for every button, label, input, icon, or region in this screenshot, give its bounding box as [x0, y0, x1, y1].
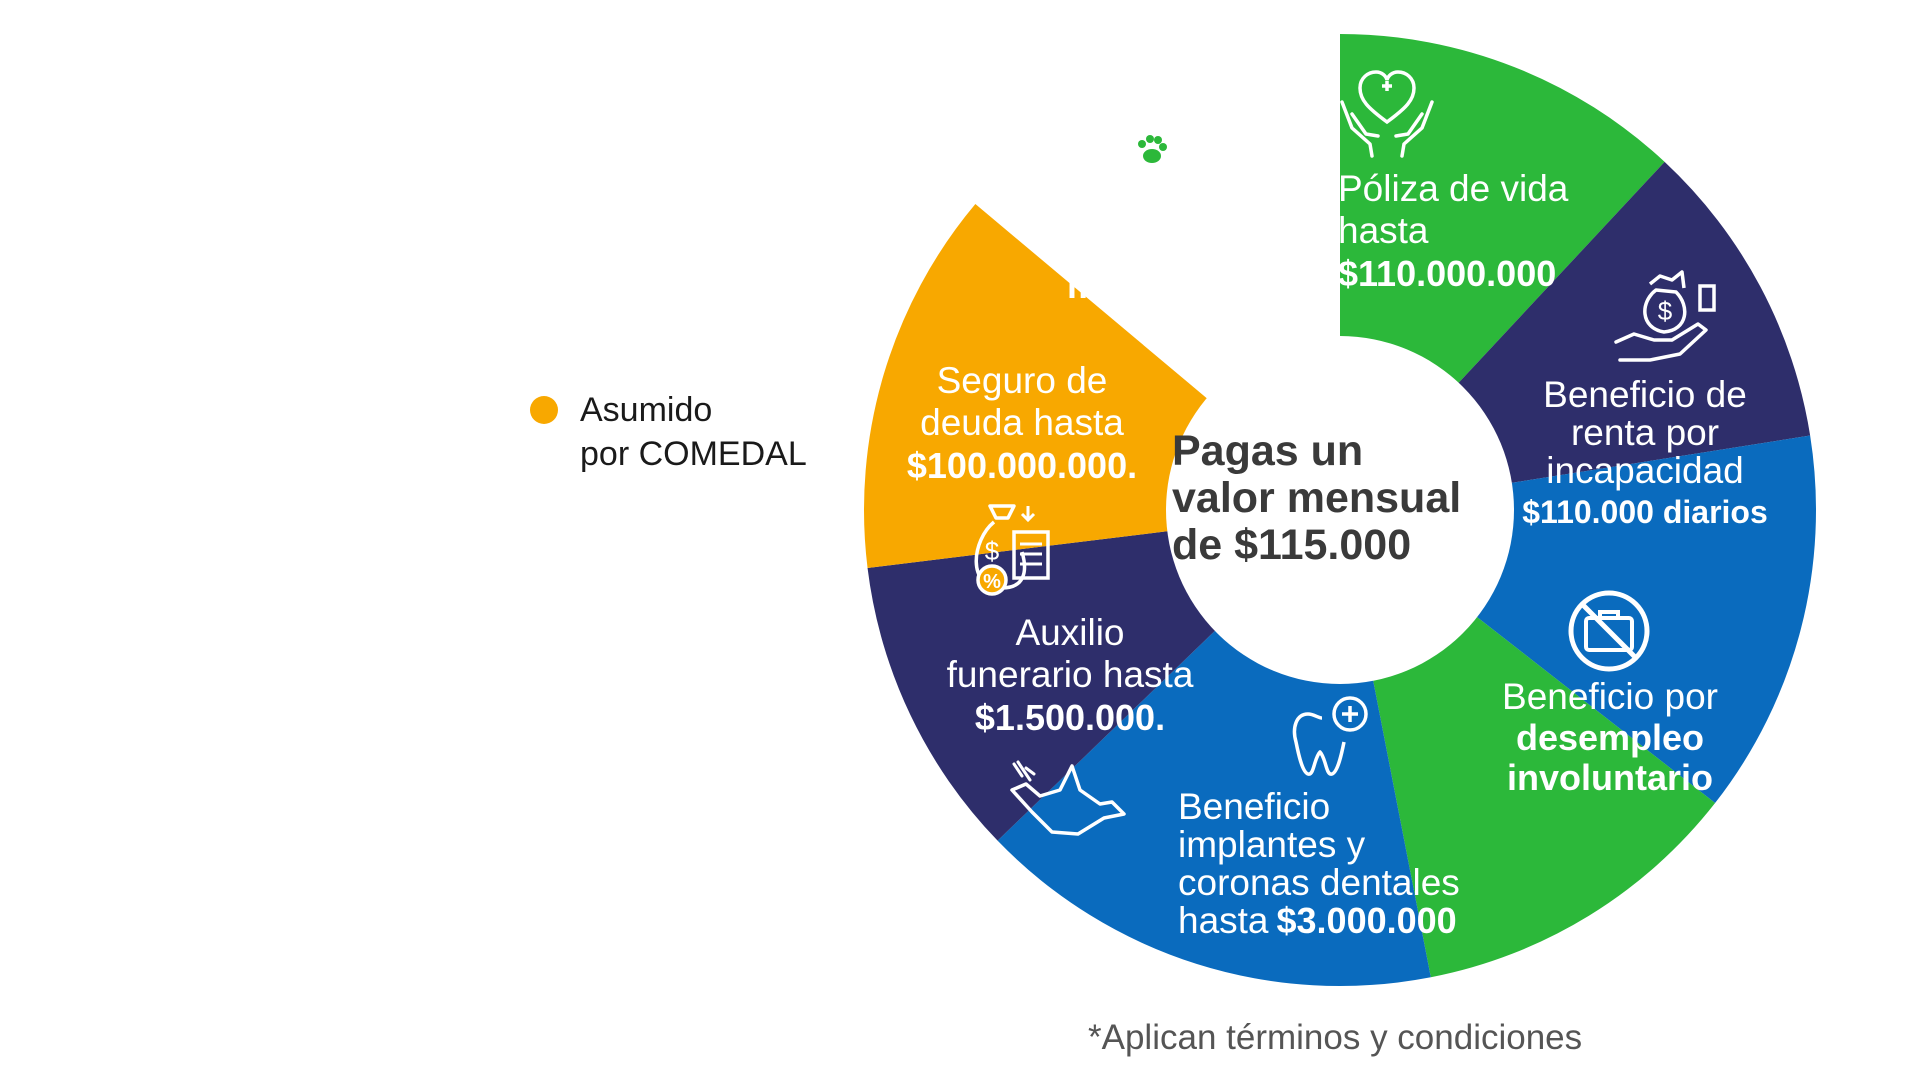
segment-line: Seguro de	[936, 360, 1108, 401]
heart-paw-icon	[1099, 113, 1205, 207]
legend-label-line1: Asumido	[580, 391, 713, 429]
tooth-plus-icon	[1292, 696, 1368, 776]
segment-text-mascotas: Asistencia de mascotas.	[1010, 222, 1300, 308]
segment-dental	[997, 614, 1431, 986]
segment-bold: $110.000 diarios	[1522, 494, 1768, 530]
heart-hands-icon	[1340, 70, 1434, 158]
dove-icon	[1010, 760, 1126, 836]
footnote: *Aplican términos y condiciones	[1088, 1018, 1583, 1057]
segment-desempleo	[1368, 602, 1716, 978]
segment-deuda	[864, 204, 1226, 569]
segment-bold: $110.000.000	[1338, 253, 1557, 294]
segment-line: funerario hasta	[946, 654, 1194, 695]
segment-text-incapacidad: Beneficio de renta por incapacidad $110.…	[1500, 376, 1790, 534]
legend-dot	[530, 396, 558, 424]
segment-line: coronas dentales	[1178, 862, 1460, 903]
segment-bold: involuntario	[1507, 757, 1713, 798]
segment-bold: $100.000.000.	[906, 445, 1138, 486]
center-line3: de $115.000	[1172, 521, 1412, 569]
segment-bold: $3.000.000	[1276, 900, 1457, 941]
segment-line: renta por	[1570, 412, 1720, 453]
segment-line: Beneficio	[1178, 786, 1331, 827]
segment-bold: $1.500.000.	[974, 697, 1166, 738]
svg-text:$: $	[985, 536, 1000, 566]
segment-line: Póliza de vida	[1338, 168, 1569, 209]
segment-last-row: hasta $3.000.000	[1178, 902, 1508, 940]
segment-line: Beneficio de	[1543, 374, 1747, 415]
segment-text-dental: Beneficio implantes y coronas dentales h…	[1178, 788, 1508, 940]
segment-text-deuda: Seguro de deuda hasta $100.000.000.	[872, 360, 1172, 488]
segment-line: incapacidad	[1546, 450, 1744, 491]
svg-text:$: $	[1658, 296, 1673, 326]
segment-line: implantes y	[1178, 824, 1366, 865]
segment-text-funerario: Auxilio funerario hasta $1.500.000.	[920, 612, 1220, 740]
segment-bold: desempleo	[1515, 717, 1705, 758]
svg-text:%: %	[983, 571, 1001, 593]
money-bag-hand-icon: $	[1614, 270, 1716, 362]
legend-label: Asumido por COMEDAL	[580, 388, 807, 476]
center-line1: Pagas un	[1172, 427, 1364, 475]
segment-incapacidad	[1458, 435, 1816, 804]
segment-text-desempleo: Beneficio por desempleo involuntario	[1465, 676, 1755, 798]
segment-line: deuda hasta	[920, 402, 1124, 443]
segment-line: Asistencia de	[1044, 222, 1266, 263]
legend-label-line2: por COMEDAL	[580, 435, 807, 473]
no-briefcase-icon	[1568, 590, 1650, 672]
segment-line: hasta	[1178, 900, 1269, 941]
money-bag-percent-icon: $ %	[974, 504, 1050, 596]
segment-text-poliza: Póliza de vida hasta $110.000.000	[1338, 168, 1638, 296]
segment-line: Auxilio	[1015, 612, 1125, 653]
center-circle	[1166, 336, 1514, 684]
segment-funerario	[867, 528, 1233, 841]
segment-bold: mascotas.	[1066, 265, 1244, 306]
legend: Asumido por COMEDAL	[530, 388, 807, 476]
segment-poliza	[1442, 161, 1811, 487]
center-line2: valor mensual	[1172, 474, 1462, 522]
segment-line: hasta	[1338, 210, 1429, 251]
segment-line: Beneficio por	[1502, 676, 1718, 717]
center-text: Pagas un valor mensual de $115.000	[1172, 428, 1461, 569]
